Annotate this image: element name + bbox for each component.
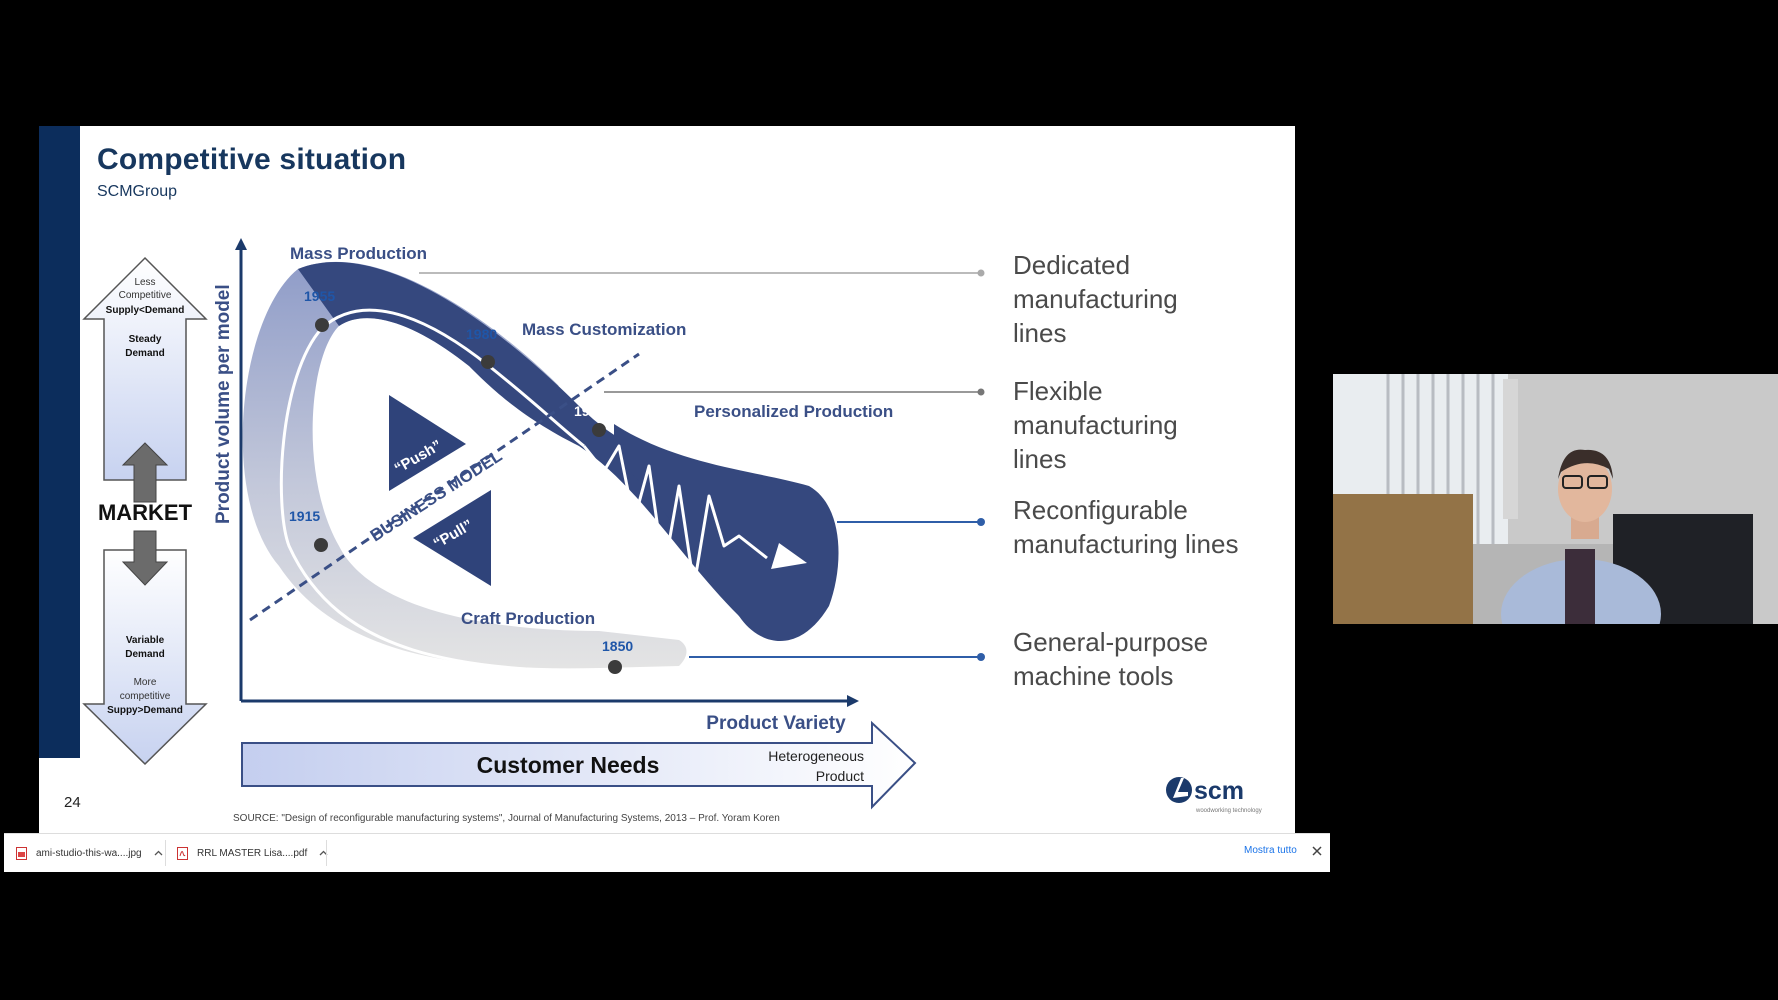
- point-1915: [314, 538, 328, 552]
- market-steady-demand-1: Steady: [129, 334, 162, 345]
- presentation-slide: Competitive situation SCMGroup: [39, 126, 1295, 834]
- general-purpose-label: General-purpose machine tools: [1013, 627, 1209, 691]
- customer-needs-label: Customer Needs: [477, 752, 660, 778]
- downloads-separator: [165, 840, 166, 866]
- customer-needs-arrow: [241, 720, 917, 810]
- market-variable-demand-2: Demand: [125, 649, 164, 660]
- downloads-separator: [326, 840, 327, 866]
- download-item-label: RRL MASTER Lisa....pdf: [197, 847, 308, 859]
- download-item-pdf[interactable]: RRL MASTER Lisa....pdf: [177, 834, 328, 872]
- slide-page-number: 24: [64, 794, 81, 811]
- business-model-line: [249, 352, 640, 622]
- x-axis-label: Product Variety: [706, 713, 846, 734]
- reconfigurable-lines-label: Reconfigurable manufacturing lines: [1013, 495, 1239, 559]
- market-variable-demand-1: Variable: [126, 635, 165, 646]
- market-label: MARKET: [98, 500, 193, 525]
- heterogeneous-label-1: Heterogeneous: [768, 748, 864, 764]
- point-1995: [592, 423, 606, 437]
- evolution-curve-lower: [279, 327, 620, 674]
- year-1955: 1955: [304, 288, 335, 304]
- push-triangle: [389, 395, 466, 491]
- mass-customization-label: Mass Customization: [522, 320, 686, 339]
- zigzag-arrowhead: [771, 543, 807, 569]
- mass-production-label: Mass Production: [290, 244, 427, 263]
- personalization-zigzag: [582, 444, 768, 588]
- craft-production-label: Craft Production: [461, 609, 595, 628]
- year-1850: 1850: [602, 638, 633, 654]
- point-1850: [608, 660, 622, 674]
- dedicated-lines-label: Dedicated manufacturing lines: [1013, 250, 1178, 348]
- y-axis-label: Product volume per model: [213, 284, 234, 524]
- point-1955: [315, 318, 329, 332]
- market-more-competitive-1: More: [134, 677, 157, 688]
- market-arrow: [82, 256, 208, 766]
- chart-axes: [235, 238, 859, 707]
- personalized-production-label: Personalized Production: [694, 402, 893, 421]
- production-band-light: [242, 261, 687, 669]
- image-file-icon: [16, 846, 27, 860]
- market-supply-lt-demand: Supply<Demand: [106, 305, 185, 316]
- heterogeneous-label-2: Product: [816, 768, 864, 784]
- pull-triangle: [413, 490, 491, 586]
- show-all-downloads-link[interactable]: Mostra tutto: [1244, 845, 1297, 856]
- connector-lines: [419, 269, 985, 661]
- market-steady-demand-2: Demand: [125, 348, 164, 359]
- year-1995: 1995: [574, 403, 605, 419]
- point-1980: [481, 355, 495, 369]
- logo-wordmark: scm: [1194, 777, 1244, 805]
- slide-accent-bar: [39, 126, 80, 758]
- year-1980: 1980: [466, 326, 497, 342]
- market-more-competitive-2: competitive: [120, 691, 171, 702]
- download-item-image[interactable]: ami-studio-this-wa....jpg: [16, 834, 163, 872]
- chevron-up-icon[interactable]: [154, 850, 163, 856]
- pdf-file-icon: [177, 846, 188, 860]
- personalized-blob: [614, 424, 839, 641]
- market-supply-gt-demand: Suppy>Demand: [107, 705, 183, 716]
- webcam-video-feed: [1333, 374, 1778, 624]
- close-icon[interactable]: [1312, 846, 1322, 856]
- scm-logo: scm woodworking technology: [1166, 777, 1262, 814]
- downloads-bar: ami-studio-this-wa....jpg RRL MASTER Lis…: [4, 833, 1330, 872]
- logo-tagline: woodworking technology: [1195, 808, 1262, 814]
- presenter-video-image: [1333, 374, 1778, 624]
- download-item-label: ami-studio-this-wa....jpg: [36, 847, 142, 859]
- flexible-lines-label: Flexible manufacturing lines: [1013, 376, 1178, 474]
- slide-subtitle: SCMGroup: [97, 183, 178, 200]
- year-1915: 1915: [289, 508, 320, 524]
- source-citation: SOURCE: "Design of reconfigurable manufa…: [233, 813, 780, 824]
- slide-title: Competitive situation: [97, 143, 407, 176]
